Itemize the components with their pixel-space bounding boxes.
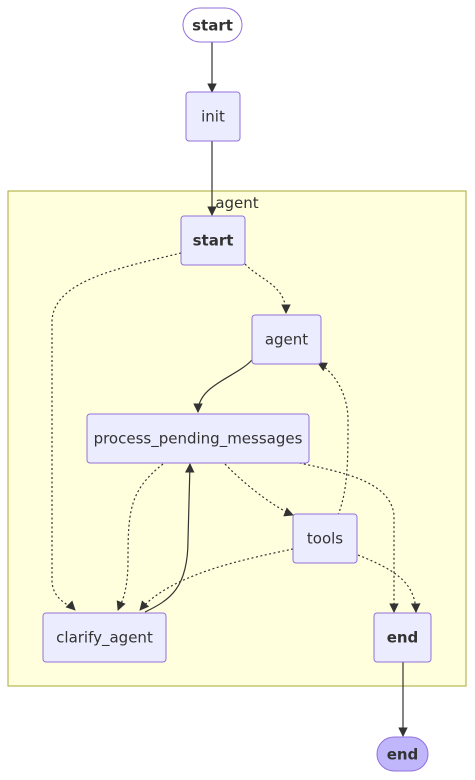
node-start-outer-label: start bbox=[192, 17, 233, 35]
node-tools: tools bbox=[292, 513, 358, 564]
edge-tools-clarify bbox=[139, 548, 294, 611]
node-agent: agent bbox=[251, 314, 322, 365]
node-process-pending-messages-label: process_pending_messages bbox=[94, 430, 303, 449]
edges bbox=[51, 42, 421, 737]
node-agent-start: start bbox=[180, 215, 246, 266]
node-init-label: init bbox=[201, 108, 225, 126]
edge-tools-agent bbox=[317, 362, 349, 516]
node-clarify-agent-label: clarify_agent bbox=[56, 629, 153, 648]
node-agent-end-label: end bbox=[387, 629, 419, 647]
node-agent-label: agent bbox=[265, 331, 308, 349]
node-start-outer: start bbox=[182, 7, 243, 43]
node-agent-start-label: start bbox=[193, 232, 234, 250]
node-clarify-agent: clarify_agent bbox=[42, 612, 167, 663]
edge-agent-start-agent bbox=[244, 263, 291, 314]
edge-clarify-process bbox=[144, 463, 195, 613]
node-agent-end: end bbox=[373, 612, 432, 663]
node-tools-label: tools bbox=[307, 530, 343, 548]
edge-agent-process bbox=[193, 359, 253, 413]
cluster-agent-label: agent bbox=[215, 194, 258, 212]
node-end-outer-label: end bbox=[387, 746, 419, 764]
node-init: init bbox=[185, 91, 241, 142]
node-end-outer: end bbox=[376, 736, 429, 772]
node-process-pending-messages: process_pending_messages bbox=[86, 413, 310, 464]
edge-agent-start-clarify bbox=[51, 252, 182, 611]
edge-process-clarify bbox=[116, 463, 164, 611]
edge-process-tools bbox=[224, 463, 294, 517]
